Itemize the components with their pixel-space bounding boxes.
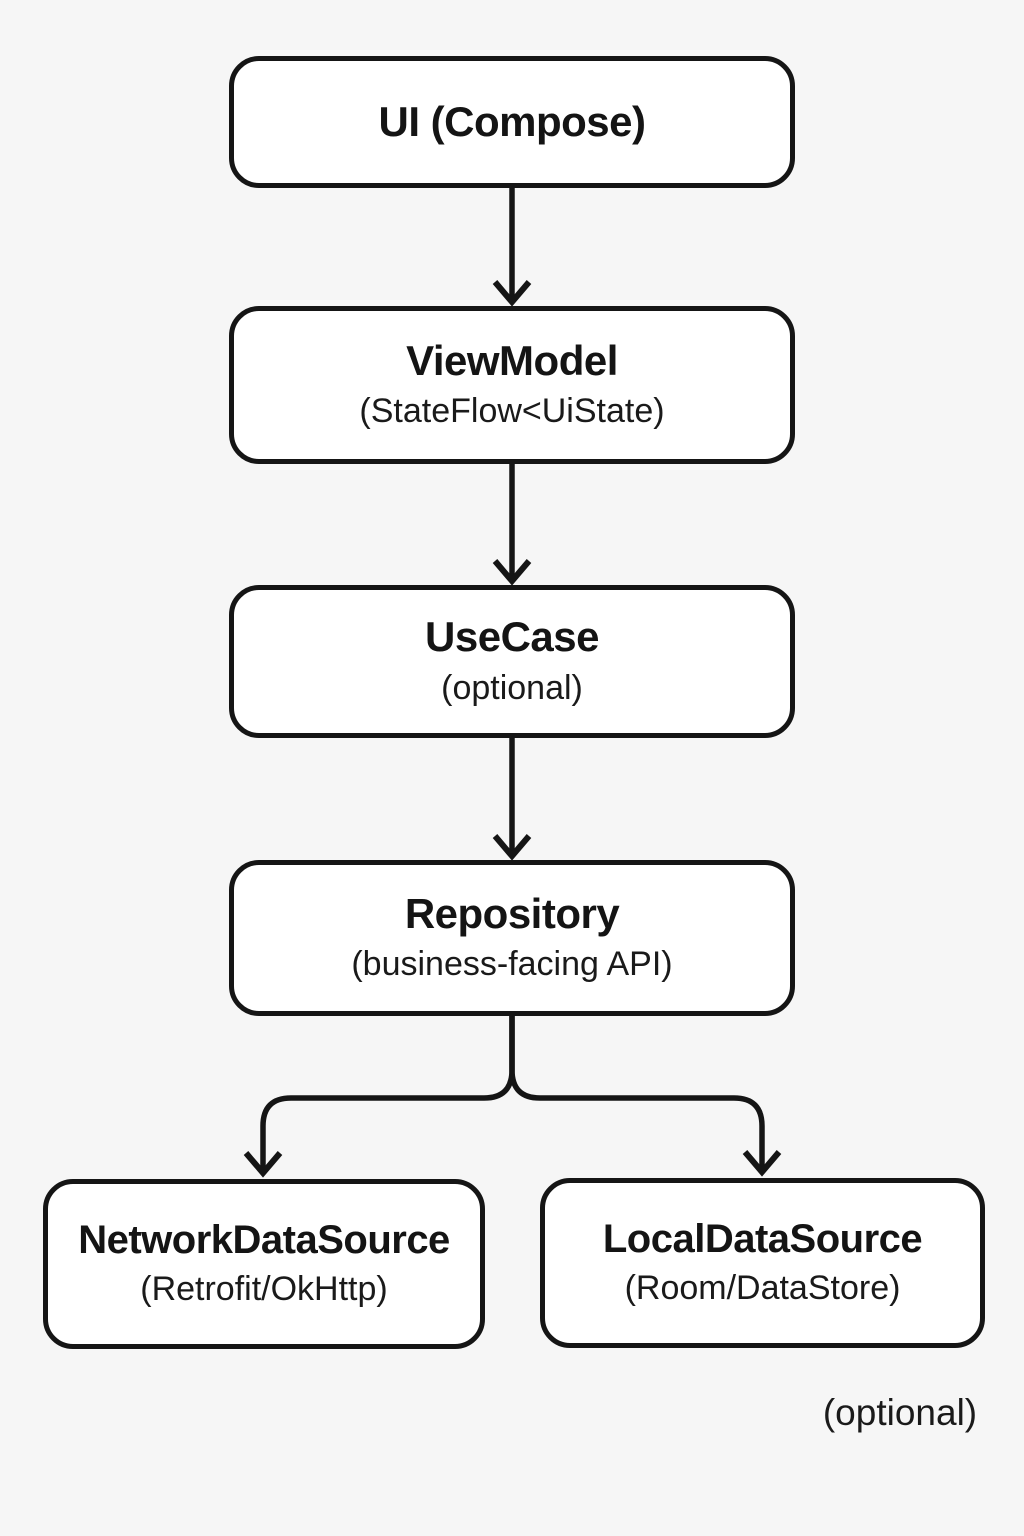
node-subtitle: (Retrofit/OkHttp)	[140, 1269, 388, 1308]
node-title: UI (Compose)	[378, 97, 647, 145]
node-ui-compose: UI (Compose)	[229, 56, 795, 188]
node-title: LocalDataSource	[602, 1216, 923, 1261]
edge-ui-to-viewmodel	[492, 188, 532, 307]
node-title: NetworkDataSource	[78, 1217, 450, 1262]
edge-usecase-to-repository	[492, 738, 532, 861]
node-title: UseCase	[425, 613, 599, 661]
node-subtitle: (optional)	[441, 668, 583, 707]
edge-repository-to-networkdatasource	[243, 1016, 515, 1178]
optional-note: (optional)	[822, 1392, 978, 1433]
node-title: ViewModel	[406, 336, 618, 384]
node-subtitle: (Room/DataStore)	[624, 1268, 901, 1307]
edge-repository-to-localdatasource	[509, 1016, 782, 1177]
node-network-data-source: NetworkDataSource (Retrofit/OkHttp)	[43, 1179, 485, 1349]
node-subtitle: (business-facing API)	[351, 945, 673, 984]
node-repository: Repository (business-facing API)	[229, 860, 795, 1016]
node-usecase: UseCase (optional)	[229, 585, 795, 738]
node-viewmodel: ViewModel (StateFlow<UiState)	[229, 306, 795, 464]
edge-viewmodel-to-usecase	[492, 464, 532, 586]
node-title: Repository	[404, 889, 620, 937]
node-local-data-source: LocalDataSource (Room/DataStore)	[540, 1178, 985, 1348]
node-subtitle: (StateFlow<UiState)	[359, 392, 665, 431]
